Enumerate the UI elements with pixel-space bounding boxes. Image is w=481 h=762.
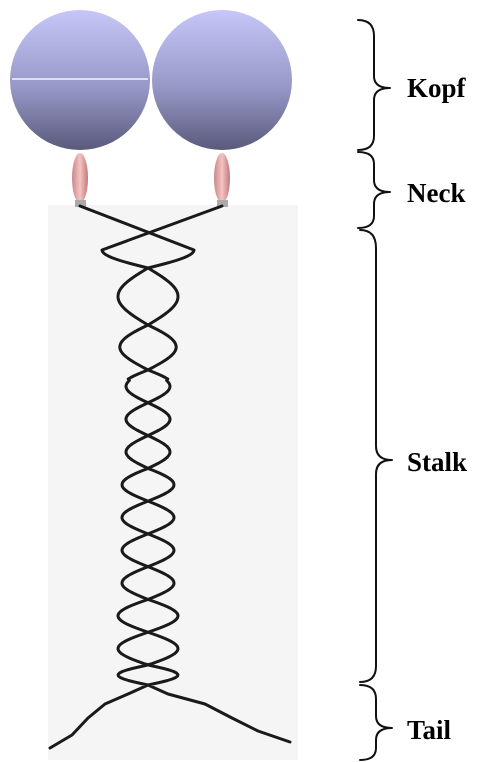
head-right bbox=[152, 10, 292, 150]
neck-right bbox=[214, 153, 230, 203]
label-stalk: Stalk bbox=[407, 447, 467, 477]
bracket-stalk bbox=[360, 230, 392, 682]
neck-left bbox=[72, 153, 88, 203]
label-tail: Tail bbox=[407, 715, 452, 745]
bracket-head bbox=[358, 20, 390, 150]
bracket-tail bbox=[360, 685, 392, 760]
label-head: Kopf bbox=[407, 73, 467, 103]
head-left bbox=[10, 10, 150, 150]
label-neck: Neck bbox=[407, 178, 465, 208]
bracket-neck bbox=[358, 152, 390, 228]
head-group bbox=[10, 10, 292, 150]
brackets bbox=[358, 20, 392, 760]
neck-group bbox=[72, 153, 230, 207]
